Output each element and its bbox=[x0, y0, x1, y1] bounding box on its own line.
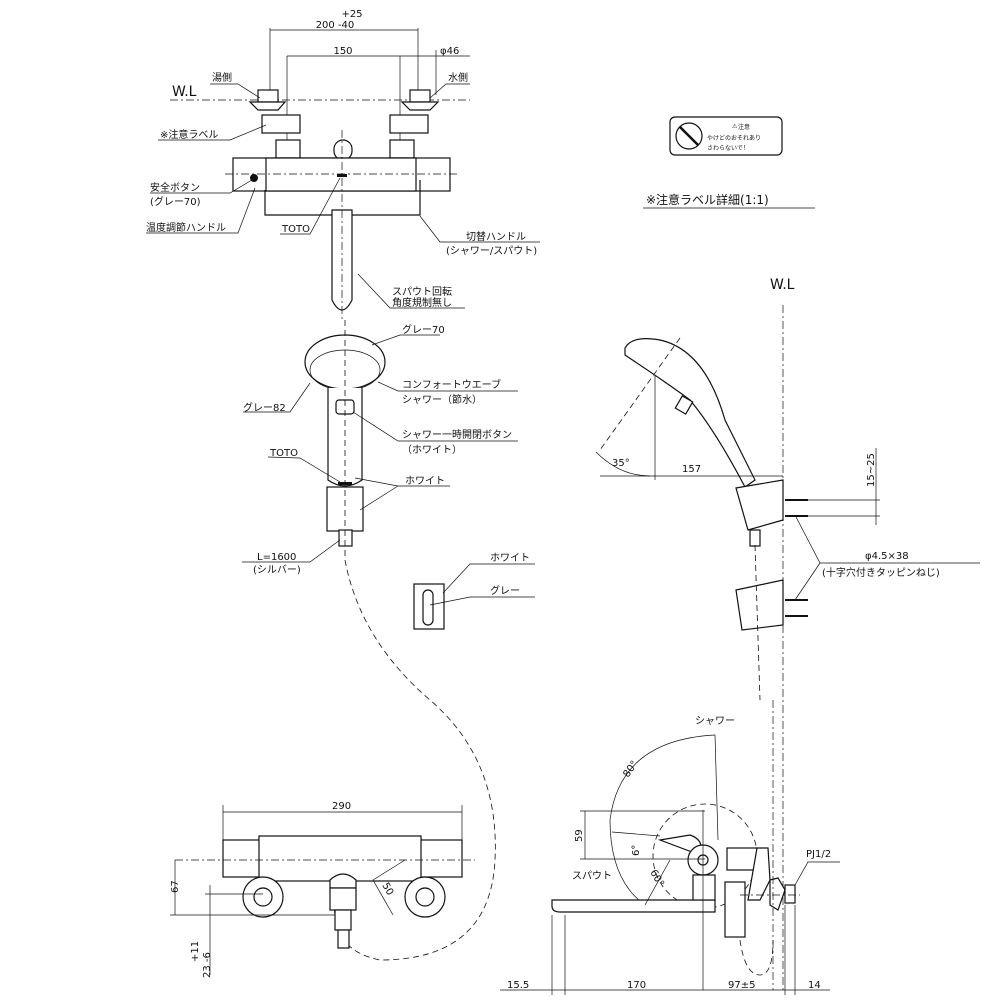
label-gray82: グレー82 bbox=[243, 401, 286, 414]
faucet-side-view bbox=[500, 700, 840, 995]
label-safety-button: 安全ボタン bbox=[150, 181, 200, 194]
caution-label-detail: 注意 ⚠ やけどのおそれあり さわらないで！ bbox=[643, 116, 815, 209]
label-stop-button-color: （ホワイト） bbox=[402, 444, 462, 456]
dim-14: 14 bbox=[808, 980, 821, 991]
label-angle-60: 60° bbox=[647, 868, 665, 889]
dim-170: 170 bbox=[627, 980, 646, 991]
dim-15-5: 15.5 bbox=[507, 980, 529, 991]
label-screw: φ4.5×38 bbox=[865, 551, 909, 562]
label-hose-length: L=1600 bbox=[257, 552, 296, 563]
label-line1: やけどのおそれあり bbox=[707, 134, 761, 142]
label-hot-side: 湯側 bbox=[212, 71, 232, 84]
label-switch-handle: 切替ハンドル bbox=[466, 230, 526, 243]
label-caution: ※注意ラベル bbox=[160, 128, 218, 141]
svg-text:⚠: ⚠ bbox=[732, 123, 738, 130]
dim-diameter-46: φ46 bbox=[440, 46, 459, 57]
label-shower-position: シャワー bbox=[695, 716, 735, 727]
dim-59: 59 bbox=[574, 829, 585, 842]
no-touch-icon bbox=[675, 122, 703, 150]
label-line2: さわらないで！ bbox=[707, 145, 749, 152]
top-view bbox=[170, 805, 475, 975]
label-temp-handle: 温度調節ハンドル bbox=[146, 221, 226, 234]
label-detail-caption: ※注意ラベル詳細(1:1) bbox=[646, 192, 769, 207]
dim-center-distance: 200 -40 bbox=[316, 20, 355, 31]
label-hose-color: (シルバー) bbox=[253, 564, 301, 576]
label-angle-6: 6° bbox=[631, 845, 642, 856]
toto-logo-mark bbox=[337, 174, 347, 177]
spout-side bbox=[551, 899, 716, 913]
label-stop-button: シャワー一時開閉ボタン bbox=[402, 429, 512, 441]
dim-tolerance-upper: +25 bbox=[341, 9, 362, 20]
label-heading: 注意 bbox=[738, 123, 750, 131]
label-spout-no-limit: 角度規制無し bbox=[392, 296, 452, 309]
label-water-level: W.L bbox=[172, 84, 197, 100]
shower-head-front bbox=[242, 320, 518, 961]
label-screw-sub: (十字穴付きタッピンねじ) bbox=[822, 566, 940, 579]
dim-23: 23 -6 bbox=[202, 952, 213, 978]
label-shower-white: ホワイト bbox=[405, 475, 445, 487]
dim-157: 157 bbox=[682, 464, 701, 475]
shower-side-view bbox=[595, 305, 980, 990]
label-spout-rotation: スパウト回転 bbox=[392, 286, 452, 298]
label-toto: TOTO bbox=[281, 224, 310, 235]
label-holder-gray: グレー bbox=[490, 584, 520, 597]
label-comfort-wave-sub: シャワー（節水） bbox=[402, 393, 482, 406]
dim-tolerance-upper-11: +11 bbox=[190, 941, 201, 962]
label-angle-35: 35° bbox=[612, 458, 630, 469]
label-switch-handle-sub: (シャワー/スパウト) bbox=[446, 245, 537, 257]
label-shower-toto: TOTO bbox=[269, 448, 298, 459]
dim-67: 67 bbox=[170, 880, 181, 893]
label-pipe-size: PJ1/2 bbox=[806, 849, 831, 860]
front-view bbox=[146, 28, 540, 320]
label-cold-side: 水側 bbox=[448, 71, 468, 84]
label-holder-white: ホワイト bbox=[490, 552, 530, 564]
label-spout-position: スパウト bbox=[572, 870, 612, 882]
dim-290: 290 bbox=[332, 801, 351, 812]
label-gray70: グレー70 bbox=[402, 323, 445, 336]
dim-97: 97±5 bbox=[728, 980, 755, 991]
label-safety-button-color: (グレー70) bbox=[150, 195, 201, 208]
dim-150: 150 bbox=[333, 46, 352, 57]
dim-15-25: 15~25 bbox=[866, 453, 877, 487]
holder-detail bbox=[413, 563, 535, 630]
label-comfort-wave: コンフォートウエーブ bbox=[402, 378, 501, 391]
label-side-water-level: W.L bbox=[770, 277, 795, 293]
